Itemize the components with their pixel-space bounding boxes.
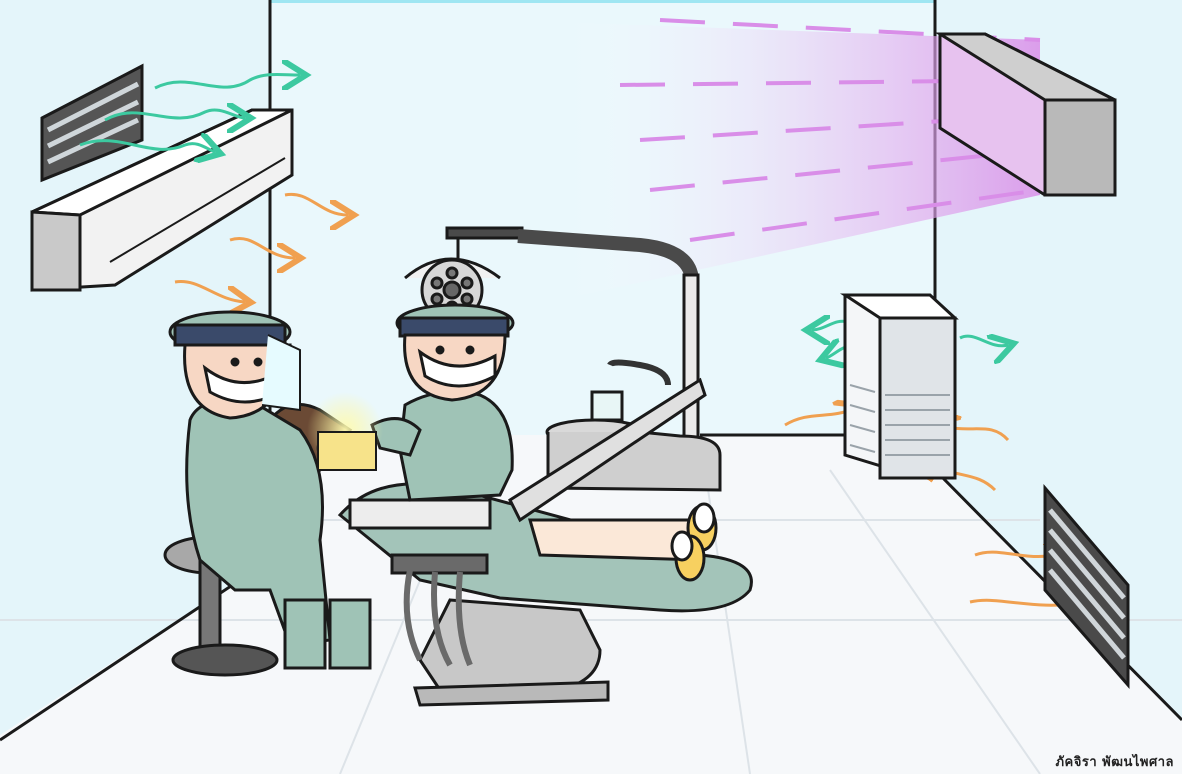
artist-signature: ภัคจิรา พัฒนไพศาล — [1055, 751, 1174, 772]
air-purifier — [845, 295, 955, 478]
dental-dam — [318, 432, 376, 470]
